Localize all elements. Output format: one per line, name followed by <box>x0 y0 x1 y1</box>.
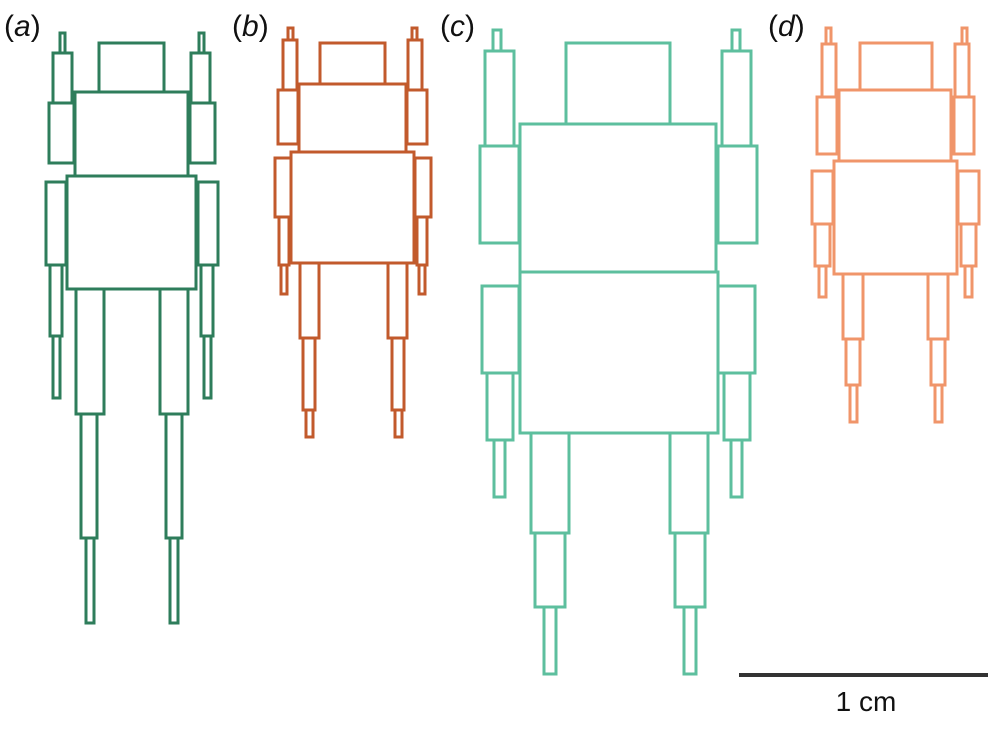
body-plan-b <box>273 26 433 439</box>
right-mid-leg-b <box>413 156 433 219</box>
body-plan-a <box>44 31 220 625</box>
head-d <box>858 41 934 92</box>
left-mid-leg-tip-a <box>51 334 62 400</box>
right-hind-femur-a <box>158 287 190 416</box>
left-hind-tarsus-d <box>848 383 859 424</box>
right-antenna-d <box>953 42 971 99</box>
abdomen-b <box>289 150 416 265</box>
abdomen-d <box>832 159 959 276</box>
left-mid-leg-tip-d <box>817 264 828 299</box>
left-mid-leg-seg-d <box>813 222 832 268</box>
left-front-leg-c <box>478 144 521 245</box>
right-mid-leg-seg-a <box>199 263 215 338</box>
left-hind-tarsus-a <box>84 536 96 625</box>
left-antenna-b <box>281 38 299 92</box>
right-hind-tarsus-b <box>393 408 404 439</box>
right-hind-tarsus-a <box>168 536 180 625</box>
panel-label-b: (b) <box>232 10 269 43</box>
body-plan-c <box>478 28 759 676</box>
thorax-a <box>73 90 190 178</box>
left-mid-leg-d <box>810 169 835 226</box>
right-mid-leg-c <box>716 284 757 375</box>
left-hind-tibia-d <box>844 337 862 387</box>
right-hind-femur-d <box>926 272 950 341</box>
head-c <box>564 41 672 126</box>
left-mid-leg-seg-a <box>48 263 64 338</box>
right-antenna-b <box>406 38 424 92</box>
body-plan-d <box>810 26 981 424</box>
left-front-leg-b <box>276 88 300 146</box>
left-hind-femur-d <box>841 272 865 341</box>
left-mid-leg-tip-b <box>279 263 289 296</box>
right-mid-leg-tip-c <box>729 438 744 499</box>
left-hind-tibia-b <box>301 336 317 412</box>
right-antenna-tip-b <box>410 26 419 42</box>
head-a <box>97 41 166 94</box>
left-hind-femur-b <box>298 261 321 340</box>
left-antenna-tip-c <box>491 28 503 53</box>
abdomen-c <box>518 270 720 435</box>
right-antenna-c <box>720 49 753 148</box>
right-front-leg-d <box>952 95 976 156</box>
left-hind-femur-c <box>529 431 571 535</box>
left-front-leg-d <box>815 95 839 156</box>
panel-label-c: (c) <box>440 10 475 43</box>
left-front-leg-a <box>47 101 76 165</box>
head-b <box>318 41 387 86</box>
right-front-leg-b <box>405 88 429 146</box>
right-mid-leg-seg-b <box>415 215 429 267</box>
left-hind-tibia-a <box>79 412 99 540</box>
thorax-b <box>297 82 408 154</box>
left-mid-leg-tip-c <box>492 438 507 499</box>
right-mid-leg-tip-b <box>417 263 427 296</box>
scale-bar-label: 1 cm <box>836 686 897 717</box>
thorax-c <box>518 122 718 274</box>
right-front-leg-c <box>716 144 759 245</box>
right-antenna-tip-c <box>730 28 742 53</box>
right-mid-leg-tip-d <box>963 264 974 299</box>
right-antenna-tip-a <box>197 31 206 55</box>
right-hind-tibia-a <box>164 412 184 540</box>
right-antenna-a <box>189 51 212 105</box>
right-hind-tarsus-c <box>682 605 698 676</box>
left-mid-leg-seg-c <box>485 371 515 442</box>
panel-label-a: (a) <box>4 10 41 43</box>
left-antenna-tip-b <box>286 26 295 42</box>
right-mid-leg-seg-c <box>722 371 752 442</box>
left-antenna-tip-d <box>824 26 833 46</box>
right-front-leg-a <box>188 101 217 165</box>
left-antenna-tip-a <box>58 31 67 55</box>
right-hind-femur-b <box>386 261 409 340</box>
left-mid-leg-seg-b <box>277 215 291 267</box>
right-hind-tibia-d <box>929 337 947 387</box>
left-mid-leg-c <box>480 284 521 375</box>
left-mid-leg-b <box>273 156 293 219</box>
left-antenna-c <box>483 49 516 148</box>
left-antenna-d <box>820 42 838 99</box>
thorax-d <box>837 88 953 163</box>
right-hind-tibia-c <box>673 531 707 609</box>
left-hind-tibia-c <box>533 531 567 609</box>
left-hind-tarsus-b <box>304 408 315 439</box>
left-antenna-a <box>51 51 74 105</box>
right-hind-tibia-b <box>390 336 406 412</box>
left-hind-femur-a <box>74 287 106 416</box>
abdomen-a <box>65 174 198 291</box>
right-mid-leg-a <box>196 180 220 267</box>
left-hind-tarsus-c <box>542 605 558 676</box>
panel-label-d: (d) <box>768 10 805 43</box>
right-mid-leg-seg-d <box>959 222 978 268</box>
left-mid-leg-a <box>44 180 68 267</box>
right-mid-leg-d <box>956 169 981 226</box>
right-mid-leg-tip-a <box>202 334 213 400</box>
right-hind-femur-c <box>668 431 710 535</box>
right-antenna-tip-d <box>960 26 969 46</box>
right-hind-tarsus-d <box>933 383 944 424</box>
